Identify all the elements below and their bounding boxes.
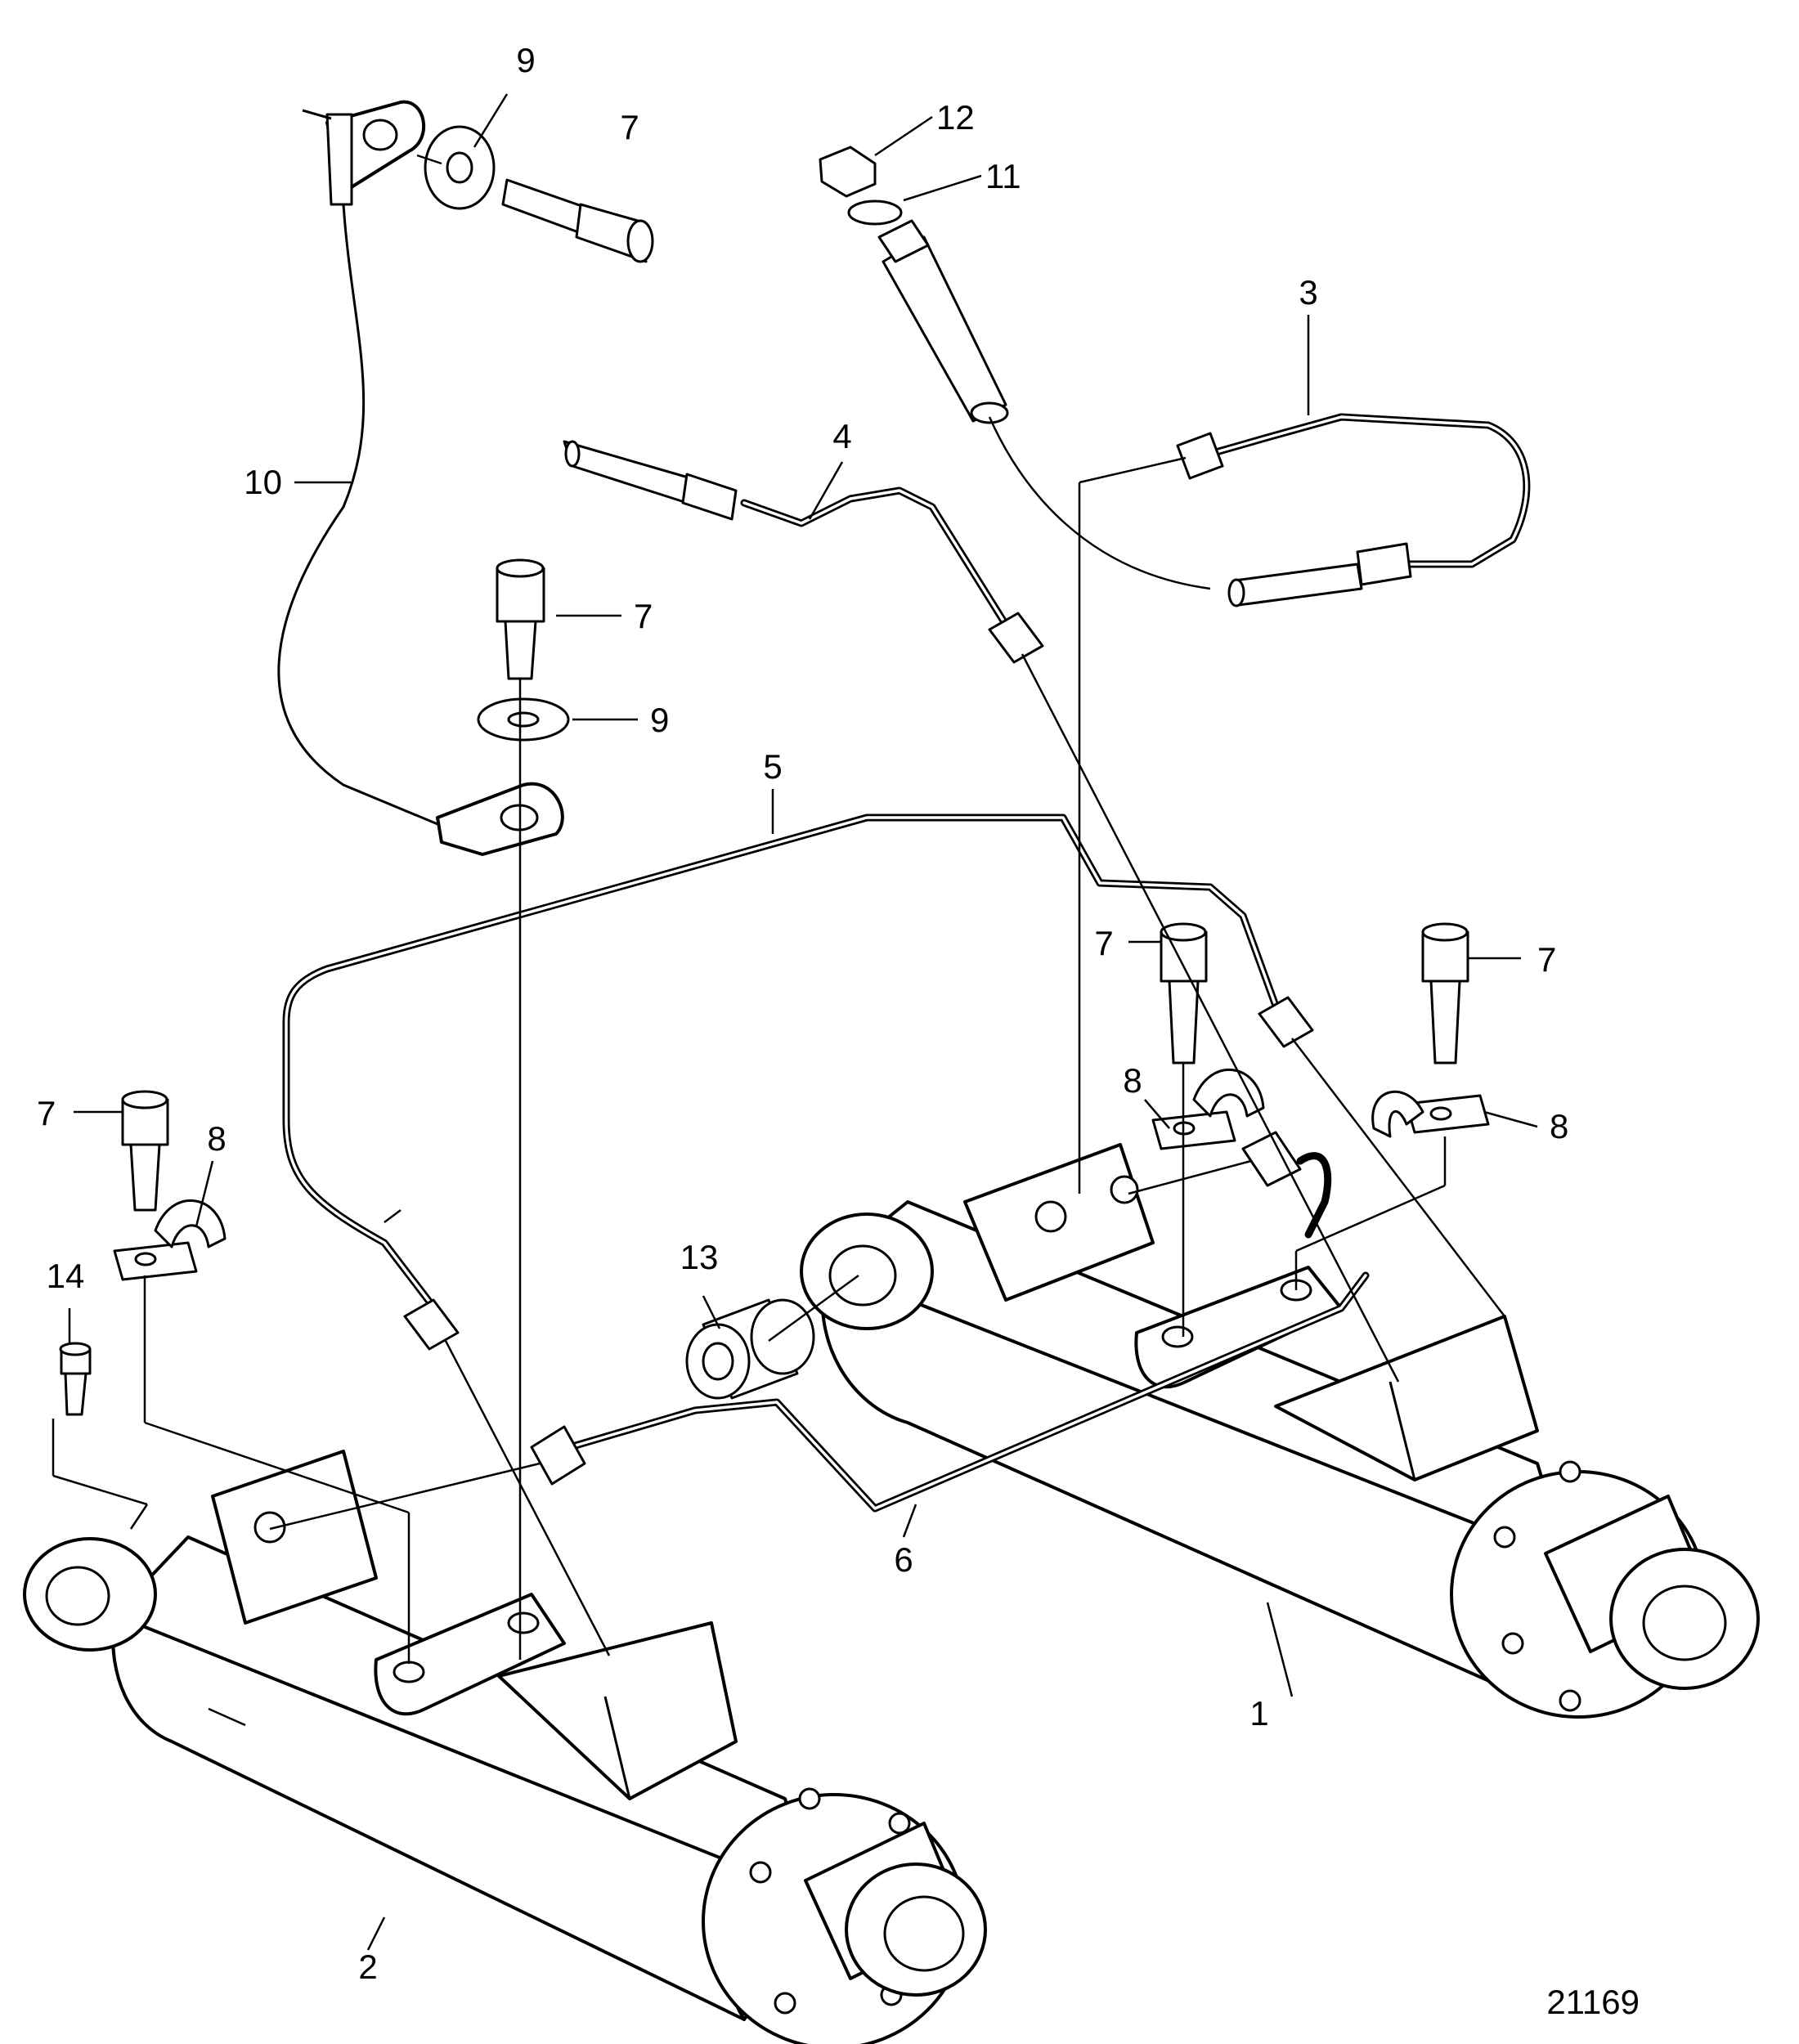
lock-washer-9-top: [424, 125, 496, 210]
callout-12: 12: [936, 98, 975, 137]
callout-7-top: 7: [620, 108, 639, 146]
clamp-8-center: [1151, 1069, 1265, 1150]
figure-number: 21169: [1546, 1983, 1640, 2021]
callout-11: 11: [985, 157, 1021, 195]
callout-7-left: 7: [37, 1094, 56, 1132]
bolt-7-far-right: [1421, 922, 1469, 1065]
nut-12: [819, 146, 877, 198]
callout-3: 3: [1299, 273, 1317, 312]
pipe-6: [530, 1131, 1370, 1513]
lock-washer-9-mid: [477, 697, 570, 742]
callout-2: 2: [358, 1948, 377, 1986]
hydraulic-cylinder-2: [23, 1450, 987, 2044]
hydraulic-cylinder-1: [800, 1143, 1760, 1719]
pipe-4: [563, 440, 1044, 664]
hose-fitting: [877, 219, 1211, 590]
bolt-7-center-right: [1160, 922, 1208, 1065]
callout-5: 5: [763, 747, 782, 786]
leader-lines: [68, 93, 1538, 1951]
bolt-7-mid: [496, 558, 545, 680]
callout-8-center: 8: [1123, 1061, 1142, 1100]
callout-9-mid: 9: [650, 701, 669, 739]
callout-14: 14: [47, 1257, 85, 1295]
clamp-8-right: [1371, 1090, 1490, 1138]
assembly-lines: [52, 154, 1505, 1664]
callout-7-mid: 7: [634, 597, 653, 635]
pipe-3: [1176, 413, 1531, 607]
ground-cable-10: [277, 100, 564, 856]
bolt-7-top: [501, 178, 654, 263]
screw-14: [59, 1342, 92, 1416]
callout-labels: 1 2 3 4 5 6 7 7 7 7 7 8 8 8 9 9 10 11 12…: [37, 41, 1568, 1986]
o-ring-11: [847, 199, 903, 226]
callout-4: 4: [832, 417, 851, 455]
callout-1: 1: [1249, 1694, 1268, 1732]
pipe-5: [282, 814, 1314, 1351]
callout-7-far-right: 7: [1537, 940, 1556, 979]
callout-8-left: 8: [207, 1119, 226, 1158]
callout-13: 13: [680, 1238, 719, 1276]
callout-8-right: 8: [1550, 1107, 1568, 1145]
clamp-8-left: [113, 1199, 227, 1281]
callout-10: 10: [244, 463, 282, 501]
callout-9-top: 9: [516, 41, 535, 79]
bolt-7-left: [121, 1090, 169, 1212]
callout-7-center-right: 7: [1094, 924, 1113, 962]
bushing-13: [685, 1298, 815, 1400]
callout-6: 6: [894, 1540, 913, 1579]
